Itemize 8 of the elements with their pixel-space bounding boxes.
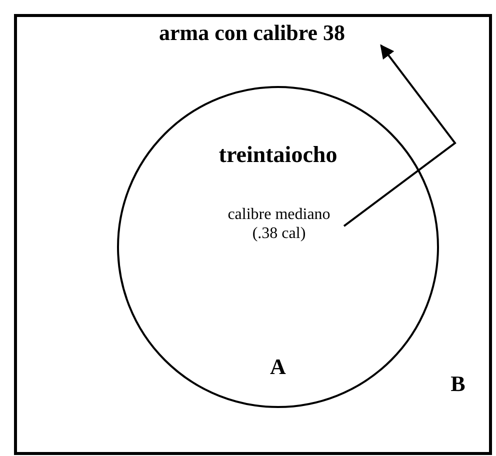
circle-region — [117, 86, 439, 408]
note-text: calibre mediano (.38 cal) — [214, 205, 344, 244]
region-label: A — [269, 354, 287, 380]
title-text: arma con calibre 38 — [117, 20, 387, 46]
circle-heading: treintaiocho — [218, 142, 338, 168]
arrow — [343, 44, 456, 227]
frame-box — [14, 14, 492, 455]
region-label: B — [450, 371, 466, 397]
